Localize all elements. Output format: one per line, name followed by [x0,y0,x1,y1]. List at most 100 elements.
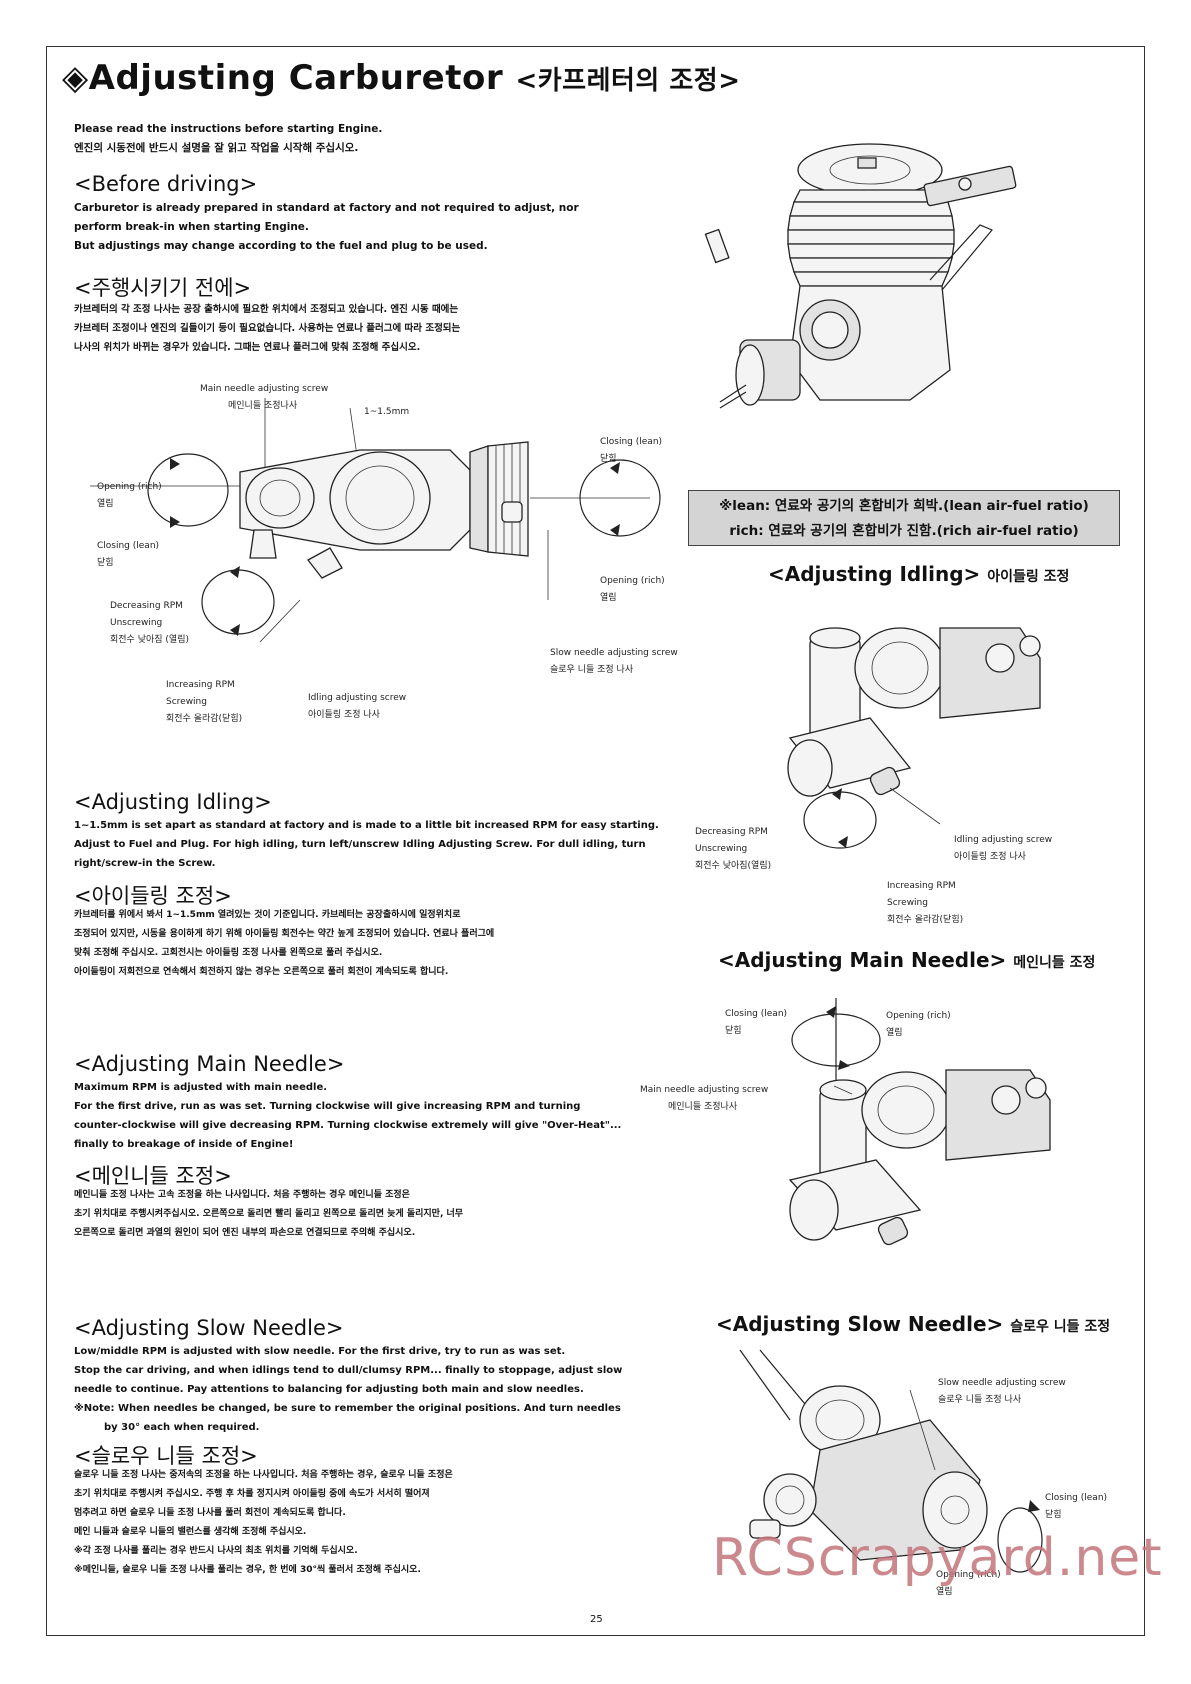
idling-heading-right: <Adjusting Idling> 아이들링 조정 [768,562,1069,586]
label-line: Closing (lean) [1045,1493,1108,1503]
main-needle-text: Maximum RPM is adjusted with main needle… [74,1078,621,1154]
main-closing-label: Closing (lean) 닫힘 [725,1006,787,1040]
opening-rich-right-label: Opening (rich) 열림 [600,573,665,607]
text-line: Low/middle RPM is adjusted with slow nee… [74,1346,566,1357]
label-line: 열림 [886,1028,903,1038]
main-needle-label: Main needle adjusting screw 메인니들 조정나사 [200,381,328,415]
glow-plug-clip [923,165,1017,291]
label-line: Decreasing RPM [110,601,183,611]
text-line: ※Note: When needles be changed, be sure … [74,1403,621,1414]
slow-needle-text-ko: 슬로우 니들 조정 나사는 중저속의 조정을 하는 나사입니다. 처음 주행하는… [74,1466,453,1580]
label-line: Slow needle adjusting screw [550,648,678,658]
text-line: Adjust to Fuel and Plug. For high idling… [74,839,646,850]
text-line: ※메인니들, 슬로우 니들 조정 나사를 풀리는 경우, 한 번에 30°씩 풀… [74,1565,421,1575]
text-line: 슬로우 니들 조정 나사는 중저속의 조정을 하는 나사입니다. 처음 주행하는… [74,1470,453,1480]
label-line: 회전수 낮아짐 (열림) [110,635,189,645]
page-frame [46,46,1145,1636]
text-line: 1~1.5mm is set apart as standard at fact… [74,820,659,831]
carb-body [788,1069,1051,1246]
text-line: 아이들링이 저회전으로 연속해서 회전하지 않는 경우는 오른쪽으로 풀러 회전… [74,967,449,977]
label-line: Opening (rich) [886,1011,951,1021]
label-line: Opening (rich) [97,482,162,492]
before-driving-heading: <Before driving> [74,172,258,196]
label-line: Increasing RPM [887,881,956,891]
idling-carb-illustration [787,627,1041,849]
text-line: 맞춰 조정해 주십시오. 고회전시는 아이들링 조정 나사를 왼쪽으로 풀러 주… [74,948,383,958]
crankcase [789,285,951,401]
label-line: 아이들링 조정 나사 [954,852,1026,862]
carb-body [739,1349,988,1561]
page-title: ◈Adjusting Carburetor <카프레터의 조정> [62,58,741,98]
label-line: 닫힘 [725,1026,742,1036]
label-line: Main needle adjusting screw [200,384,329,394]
note-line: ※lean: 연료와 공기의 혼합비가 희박.(lean air-fuel ra… [719,498,1089,514]
title-text: Adjusting Carburetor [88,58,504,98]
text-line: Carburetor is already prepared in standa… [74,202,579,214]
text-line: 초기 위치대로 주행시켜 주십시오. 주행 후 차를 정지시켜 아이들링 중에 … [74,1489,430,1499]
label-line: Opening (rich) [936,1570,1001,1580]
label-line: 닫힘 [600,454,617,464]
text-line: 초기 위치대로 주행시켜주십시오. 오른쪽으로 돌리면 빨리 돌리고 왼쪽으로 … [74,1209,464,1219]
leader-lines [90,398,650,643]
label-line: 닫힘 [1045,1510,1062,1520]
increasing-rpm-label: Increasing RPM Screwing 회전수 올라감(닫힘) [166,677,242,728]
idling-text-ko: 카브레터를 위에서 봐서 1~1.5mm 열려있는 것이 기준입니다. 카브레터… [74,906,494,982]
gap-label: 1~1.5mm [364,407,410,417]
idling-heading: <Adjusting Idling> [74,790,272,814]
main-needle-text-ko: 메인니들 조정 나사는 고속 조정을 하는 나사입니다. 처음 주행하는 경우 … [74,1186,463,1243]
label-line: Unscrewing [110,618,163,628]
lean-rich-note: ※lean: 연료와 공기의 혼합비가 희박.(lean air-fuel ra… [688,490,1120,546]
heading-korean: 아이들링 조정 [987,569,1070,585]
label-line: 닫힘 [97,558,114,568]
main-needle-illustration [788,998,1051,1246]
closing-lean-right-label: Closing (lean) 닫힘 [600,434,662,468]
idling-increasing-label: Increasing RPM Screwing 회전수 올라감(닫힘) [887,878,963,929]
main-opening-label: Opening (rich) 열림 [886,1008,951,1042]
rotation-circle-idle [201,566,275,636]
idling-decreasing-label: Decreasing RPM Unscrewing 회전수 낮아짐(열림) [695,824,771,875]
slow-screw-label: Slow needle adjusting screw 슬로우 니들 조정 나사 [938,1375,1066,1409]
label-line: 슬로우 니들 조정 나사 [938,1395,1022,1405]
idling-text: 1~1.5mm is set apart as standard at fact… [74,816,659,873]
carburetor-diagram [90,398,661,643]
text-line: by 30° each when required. [104,1422,260,1433]
heading-text: <Adjusting Idling> [768,562,981,586]
carburetor-body [239,441,529,579]
label-line: Screwing [166,697,207,707]
before-driving-text: Carburetor is already prepared in standa… [74,199,579,256]
rotation-circle-left [147,453,229,528]
opening-rich-left-label: Opening (rich) 열림 [97,479,162,513]
text-line: 오른쪽으로 돌리면 과열의 원인이 되어 엔진 내부의 파손으로 연결되므로 주… [74,1228,416,1238]
slow-needle-text: Low/middle RPM is adjusted with slow nee… [74,1342,622,1437]
text-line: 멈추려고 하면 슬로우 니들 조정 나사를 풀러 회전이 계속되도록 합니다. [74,1508,346,1518]
intro-line: 엔진의 시동전에 반드시 설명을 잘 읽고 작업을 시작해 주십시오. [74,142,359,154]
watermark: RCScrapyard.net [712,1528,1163,1588]
label-line: 열림 [97,499,114,509]
slow-closing-label: Closing (lean) 닫힘 [1045,1490,1107,1524]
intro-line: Please read the instructions before star… [74,123,383,135]
label-line: Closing (lean) [725,1009,788,1019]
label-line: Closing (lean) [97,541,160,551]
text-line: needle to continue. Pay attentions to ba… [74,1384,584,1395]
before-driving-heading-ko: <주행시키기 전에> [74,276,252,300]
text-line: finally to breakage of inside of Engine! [74,1139,294,1150]
main-needle-heading: <Adjusting Main Needle> [74,1052,345,1076]
text-line: 메인 니들과 슬로우 니들의 밸런스를 생각해 조정해 주십시오. [74,1527,307,1537]
before-driving-text-ko: 카브레터의 각 조정 나사는 공장 출하시에 필요한 위치에서 조정되고 있습니… [74,300,460,357]
heading-text: <Adjusting Main Needle> [718,948,1007,972]
label-line: 슬로우 니들 조정 나사 [550,665,634,675]
carb-body [787,627,1041,797]
label-line: Increasing RPM [166,680,235,690]
text-line: counter-clockwise will give decreasing R… [74,1120,622,1131]
text-line: 메인니들 조정 나사는 고속 조정을 하는 나사입니다. 처음 주행하는 경우 … [74,1190,410,1200]
idling-screw-label: Idling adjusting screw 아이들링 조정 나사 [308,690,406,724]
heading-korean: 슬로우 니들 조정 [1010,1319,1111,1335]
label-line: 열림 [936,1587,953,1597]
label-line: Main needle adjusting screw [640,1085,769,1095]
engine-illustration [704,143,1017,409]
label-line: Idling adjusting screw [308,693,407,703]
label-line: 메인니들 조정나사 [228,401,298,411]
idling-screw-right-label: Idling adjusting screw 아이들링 조정 나사 [954,832,1052,866]
text-line: 나사의 위치가 바뀌는 경우가 있습니다. 그때는 연료나 플러그에 맞춰 조정… [74,342,421,353]
heading-korean: 메인니들 조정 [1013,955,1096,971]
